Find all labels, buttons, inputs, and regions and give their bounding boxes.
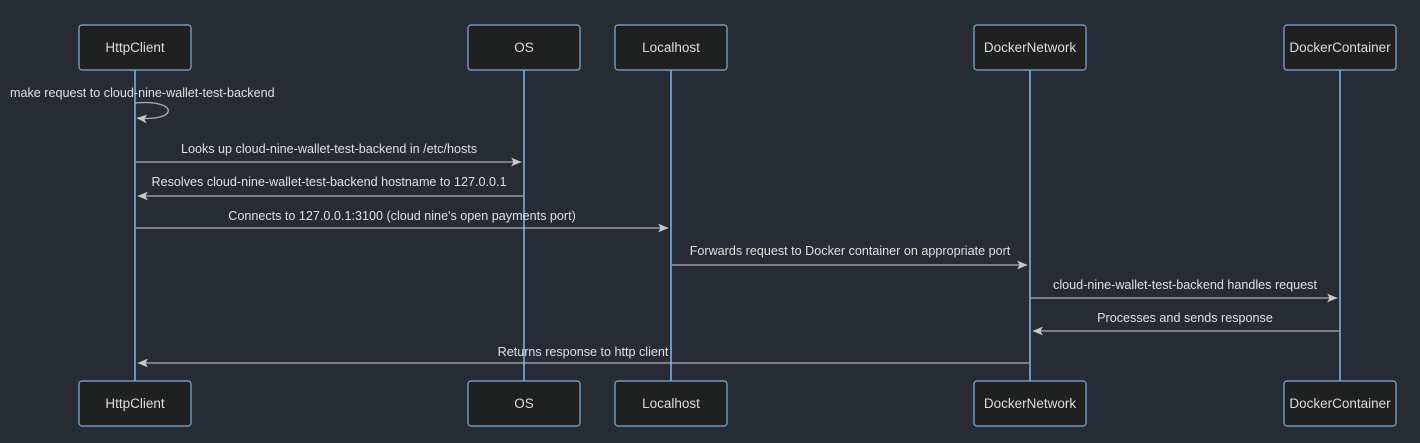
participant-label: OS bbox=[514, 396, 534, 411]
message-4: Forwards request to Docker container on … bbox=[672, 244, 1028, 270]
message-label: Resolves cloud-nine-wallet-test-backend … bbox=[152, 175, 507, 189]
participant-label: DockerContainer bbox=[1289, 396, 1391, 411]
participant-dockercontainer-top[interactable]: DockerContainer bbox=[1283, 24, 1397, 71]
participant-label: DockerNetwork bbox=[984, 40, 1077, 55]
participant-httpclient-top[interactable]: HttpClient bbox=[78, 24, 192, 71]
participant-dockercontainer-bottom[interactable]: DockerContainer bbox=[1283, 380, 1397, 427]
participant-label: Localhost bbox=[642, 40, 700, 55]
message-6: Processes and sends response bbox=[1032, 311, 1339, 336]
participant-label: DockerNetwork bbox=[984, 396, 1077, 411]
lifelines-layer bbox=[134, 70, 1341, 381]
participant-label: Localhost bbox=[642, 396, 700, 411]
participant-box[interactable] bbox=[78, 380, 192, 427]
participant-httpclient-bottom[interactable]: HttpClient bbox=[78, 380, 192, 427]
message-self-loop-arrow bbox=[134, 101, 169, 124]
message-3: Connects to 127.0.0.1:3100 (cloud nine's… bbox=[136, 209, 669, 233]
message-label: Looks up cloud-nine-wallet-test-backend … bbox=[181, 142, 477, 156]
participant-box[interactable] bbox=[973, 24, 1087, 71]
message-label: Forwards request to Docker container on … bbox=[690, 244, 1011, 258]
messages-layer: make request to cloud-nine-wallet-test-b… bbox=[10, 86, 1339, 368]
participant-localhost-bottom[interactable]: Localhost bbox=[614, 380, 728, 427]
participant-box[interactable] bbox=[1283, 380, 1397, 427]
message-7: Returns response to http client bbox=[137, 345, 1029, 368]
participant-box[interactable] bbox=[78, 24, 192, 71]
participant-box[interactable] bbox=[1283, 24, 1397, 71]
message-label: Returns response to http client bbox=[498, 345, 669, 359]
message-2: Resolves cloud-nine-wallet-test-backend … bbox=[137, 175, 523, 201]
participant-label: DockerContainer bbox=[1289, 40, 1391, 55]
message-0: make request to cloud-nine-wallet-test-b… bbox=[10, 86, 275, 124]
message-label: Processes and sends response bbox=[1097, 311, 1273, 325]
participant-box[interactable] bbox=[973, 380, 1087, 427]
participant-os-bottom[interactable]: OS bbox=[467, 380, 581, 427]
participant-os-top[interactable]: OS bbox=[467, 24, 581, 71]
message-5: cloud-nine-wallet-test-backend handles r… bbox=[1031, 278, 1338, 303]
participant-label: OS bbox=[514, 40, 534, 55]
participant-label: HttpClient bbox=[105, 40, 165, 55]
participant-dockernetwork-bottom[interactable]: DockerNetwork bbox=[973, 380, 1087, 427]
participant-box[interactable] bbox=[614, 24, 728, 71]
message-label: cloud-nine-wallet-test-backend handles r… bbox=[1053, 278, 1317, 292]
message-label: Connects to 127.0.0.1:3100 (cloud nine's… bbox=[228, 209, 576, 223]
participant-box[interactable] bbox=[467, 380, 581, 427]
participant-label: HttpClient bbox=[105, 396, 165, 411]
participant-dockernetwork-top[interactable]: DockerNetwork bbox=[973, 24, 1087, 71]
participant-localhost-top[interactable]: Localhost bbox=[614, 24, 728, 71]
participant-box[interactable] bbox=[614, 380, 728, 427]
participant-box[interactable] bbox=[467, 24, 581, 71]
message-label: make request to cloud-nine-wallet-test-b… bbox=[10, 86, 275, 100]
message-1: Looks up cloud-nine-wallet-test-backend … bbox=[136, 142, 522, 167]
